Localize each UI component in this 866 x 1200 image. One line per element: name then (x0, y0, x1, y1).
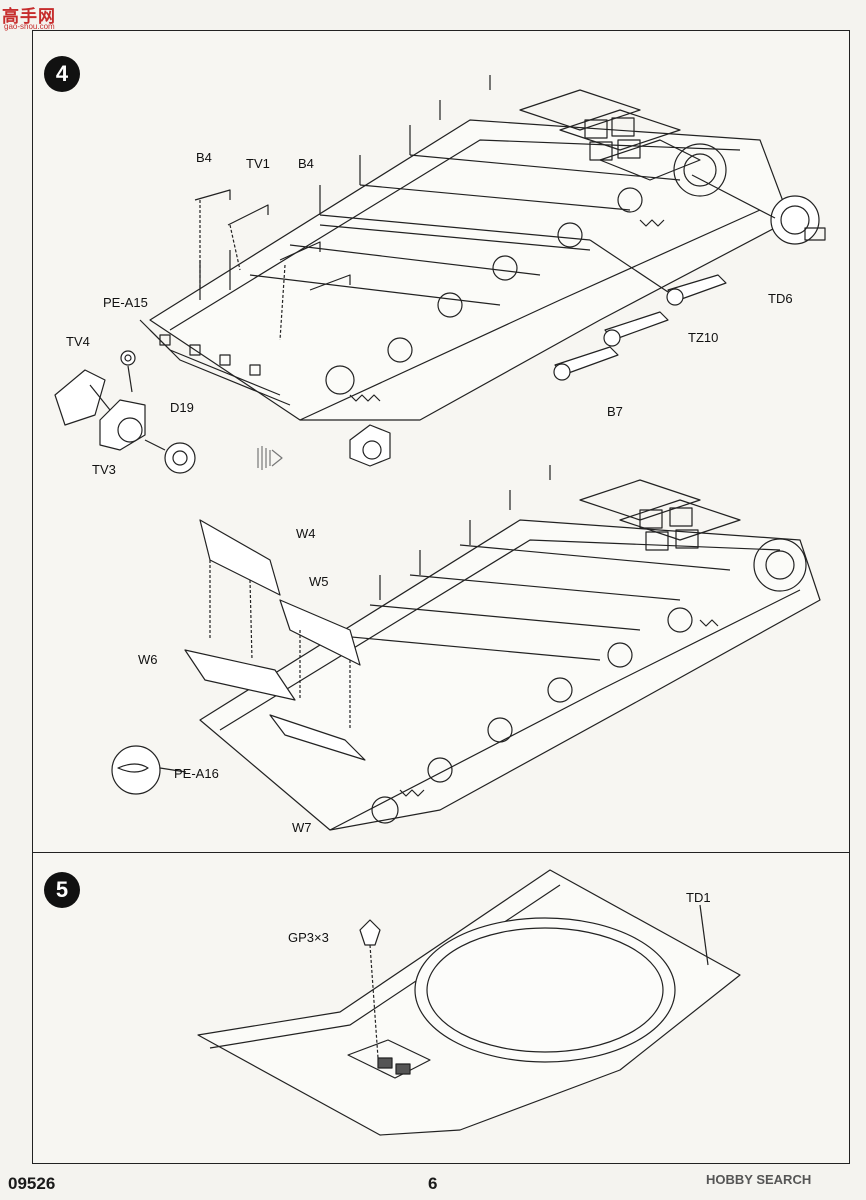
label-pe-a16: PE-A16 (174, 766, 219, 781)
label-tv3: TV3 (92, 462, 116, 477)
label-w7: W7 (292, 820, 312, 835)
watermark-url: gao-shou.com (4, 22, 55, 31)
label-td1: TD1 (686, 890, 711, 905)
arm-parts (553, 239, 727, 381)
label-b4-right: B4 (298, 156, 314, 171)
td6-part (691, 174, 826, 245)
step-5-badge: 5 (44, 872, 80, 908)
label-gp3: GP3×3 (288, 930, 329, 945)
label-td6: TD6 (768, 291, 793, 306)
label-tv4: TV4 (66, 334, 90, 349)
step-divider (32, 852, 850, 853)
hull-lower-illustration (199, 465, 821, 831)
fender-parts (184, 519, 366, 761)
hull-upper-illustration (139, 75, 791, 421)
watermark-hobbysearch: HOBBY SEARCH (706, 1172, 812, 1187)
label-pe-a15: PE-A15 (103, 295, 148, 310)
label-b7: B7 (607, 404, 623, 419)
label-tz10: TZ10 (688, 330, 719, 345)
step-4-badge: 4 (44, 56, 80, 92)
label-tv1: TV1 (246, 156, 270, 171)
label-b4-left: B4 (196, 150, 212, 165)
label-w6: W6 (138, 652, 158, 667)
page-number: 6 (428, 1174, 438, 1193)
b4-rods (194, 189, 351, 341)
label-d19: D19 (170, 400, 194, 415)
label-w4: W4 (296, 526, 316, 541)
kit-code: 09526 (8, 1174, 56, 1193)
idler-parts (54, 350, 391, 474)
pe-a16-callout (111, 745, 187, 795)
floor-plate-illustration (197, 869, 741, 1136)
watermark-logo: 高手网 (2, 7, 56, 26)
label-w5: W5 (309, 574, 329, 589)
next-view-arrow (257, 446, 283, 470)
